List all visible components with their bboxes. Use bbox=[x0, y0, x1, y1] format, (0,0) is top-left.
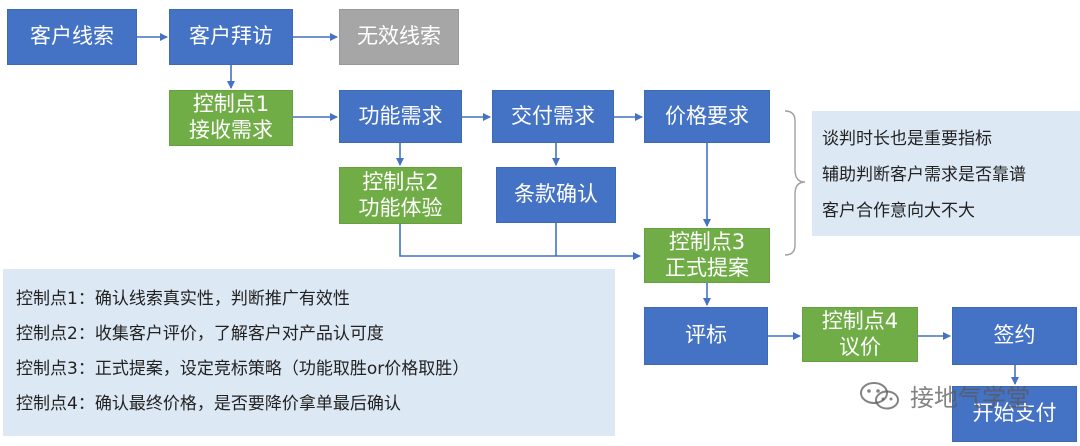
node-label: 价格要求 bbox=[665, 103, 749, 128]
node-bid-review: 评标 bbox=[644, 307, 768, 365]
watermark: 接地气学堂 bbox=[858, 378, 1030, 413]
node-customer-visit: 客户拜访 bbox=[169, 9, 293, 65]
control-points-legend: 控制点1：确认线索真实性，判断推广有效性 控制点2：收集客户评价，了解客户对产品… bbox=[3, 269, 615, 436]
legend-line: 控制点1：确认线索真实性，判断推广有效性 bbox=[16, 289, 350, 309]
arrow-cp2-to-cp3 bbox=[399, 224, 641, 260]
note-line: 客户合作意向大不大 bbox=[822, 201, 975, 221]
node-label: 开始支付 bbox=[972, 401, 1057, 426]
note-brace bbox=[784, 110, 806, 256]
node-control-point-4: 控制点4 议价 bbox=[802, 307, 918, 362]
node-label-line2: 正式提案 bbox=[665, 255, 749, 280]
note-line: 谈判时长也是重要指标 bbox=[822, 129, 992, 149]
node-label: 功能需求 bbox=[358, 103, 443, 128]
legend-line: 控制点4：确认最终价格，是否要降价拿单最后确认 bbox=[16, 394, 401, 414]
node-control-point-2: 控制点2 功能体验 bbox=[339, 167, 462, 224]
node-control-point-1: 控制点1 接收需求 bbox=[169, 90, 293, 146]
node-label-line2: 功能体验 bbox=[358, 195, 443, 220]
node-function-requirement: 功能需求 bbox=[339, 90, 462, 143]
node-label-line1: 控制点1 bbox=[192, 92, 270, 117]
node-price-requirement: 价格要求 bbox=[644, 90, 770, 143]
node-label: 条款确认 bbox=[514, 182, 598, 207]
node-label-line1: 控制点4 bbox=[821, 308, 899, 333]
node-label-line2: 议价 bbox=[839, 334, 881, 359]
node-label: 交付需求 bbox=[511, 103, 595, 128]
node-terms-confirmation: 条款确认 bbox=[496, 167, 616, 223]
legend-line: 控制点2：收集客户评价，了解客户对产品认可度 bbox=[16, 324, 384, 344]
node-delivery-requirement: 交付需求 bbox=[492, 90, 614, 143]
node-sign-contract: 签约 bbox=[952, 307, 1077, 365]
note-line: 辅助判断客户需求是否靠谱 bbox=[822, 165, 1026, 185]
watermark-text: 接地气学堂 bbox=[910, 384, 1030, 412]
node-label: 客户拜访 bbox=[189, 24, 273, 49]
node-label-line2: 接收需求 bbox=[189, 118, 273, 142]
legend-line: 控制点3：正式提案，设定竞标策略（功能取胜or价格取胜） bbox=[16, 359, 470, 379]
node-label-line1: 控制点2 bbox=[362, 169, 439, 194]
node-start-payment: 开始支付 bbox=[952, 386, 1077, 442]
wechat-icon bbox=[860, 381, 899, 409]
node-control-point-3: 控制点3 正式提案 bbox=[644, 228, 770, 283]
node-invalid-lead: 无效线索 bbox=[339, 9, 459, 65]
node-label: 无效线索 bbox=[357, 24, 441, 49]
node-customer-lead: 客户线索 bbox=[7, 9, 137, 65]
node-label-line1: 控制点3 bbox=[668, 229, 746, 254]
node-label: 评标 bbox=[685, 323, 727, 348]
negotiation-note: 谈判时长也是重要指标 辅助判断客户需求是否靠谱 客户合作意向大不大 bbox=[812, 111, 1080, 236]
node-label: 客户线索 bbox=[30, 24, 114, 49]
node-label: 签约 bbox=[993, 323, 1036, 348]
